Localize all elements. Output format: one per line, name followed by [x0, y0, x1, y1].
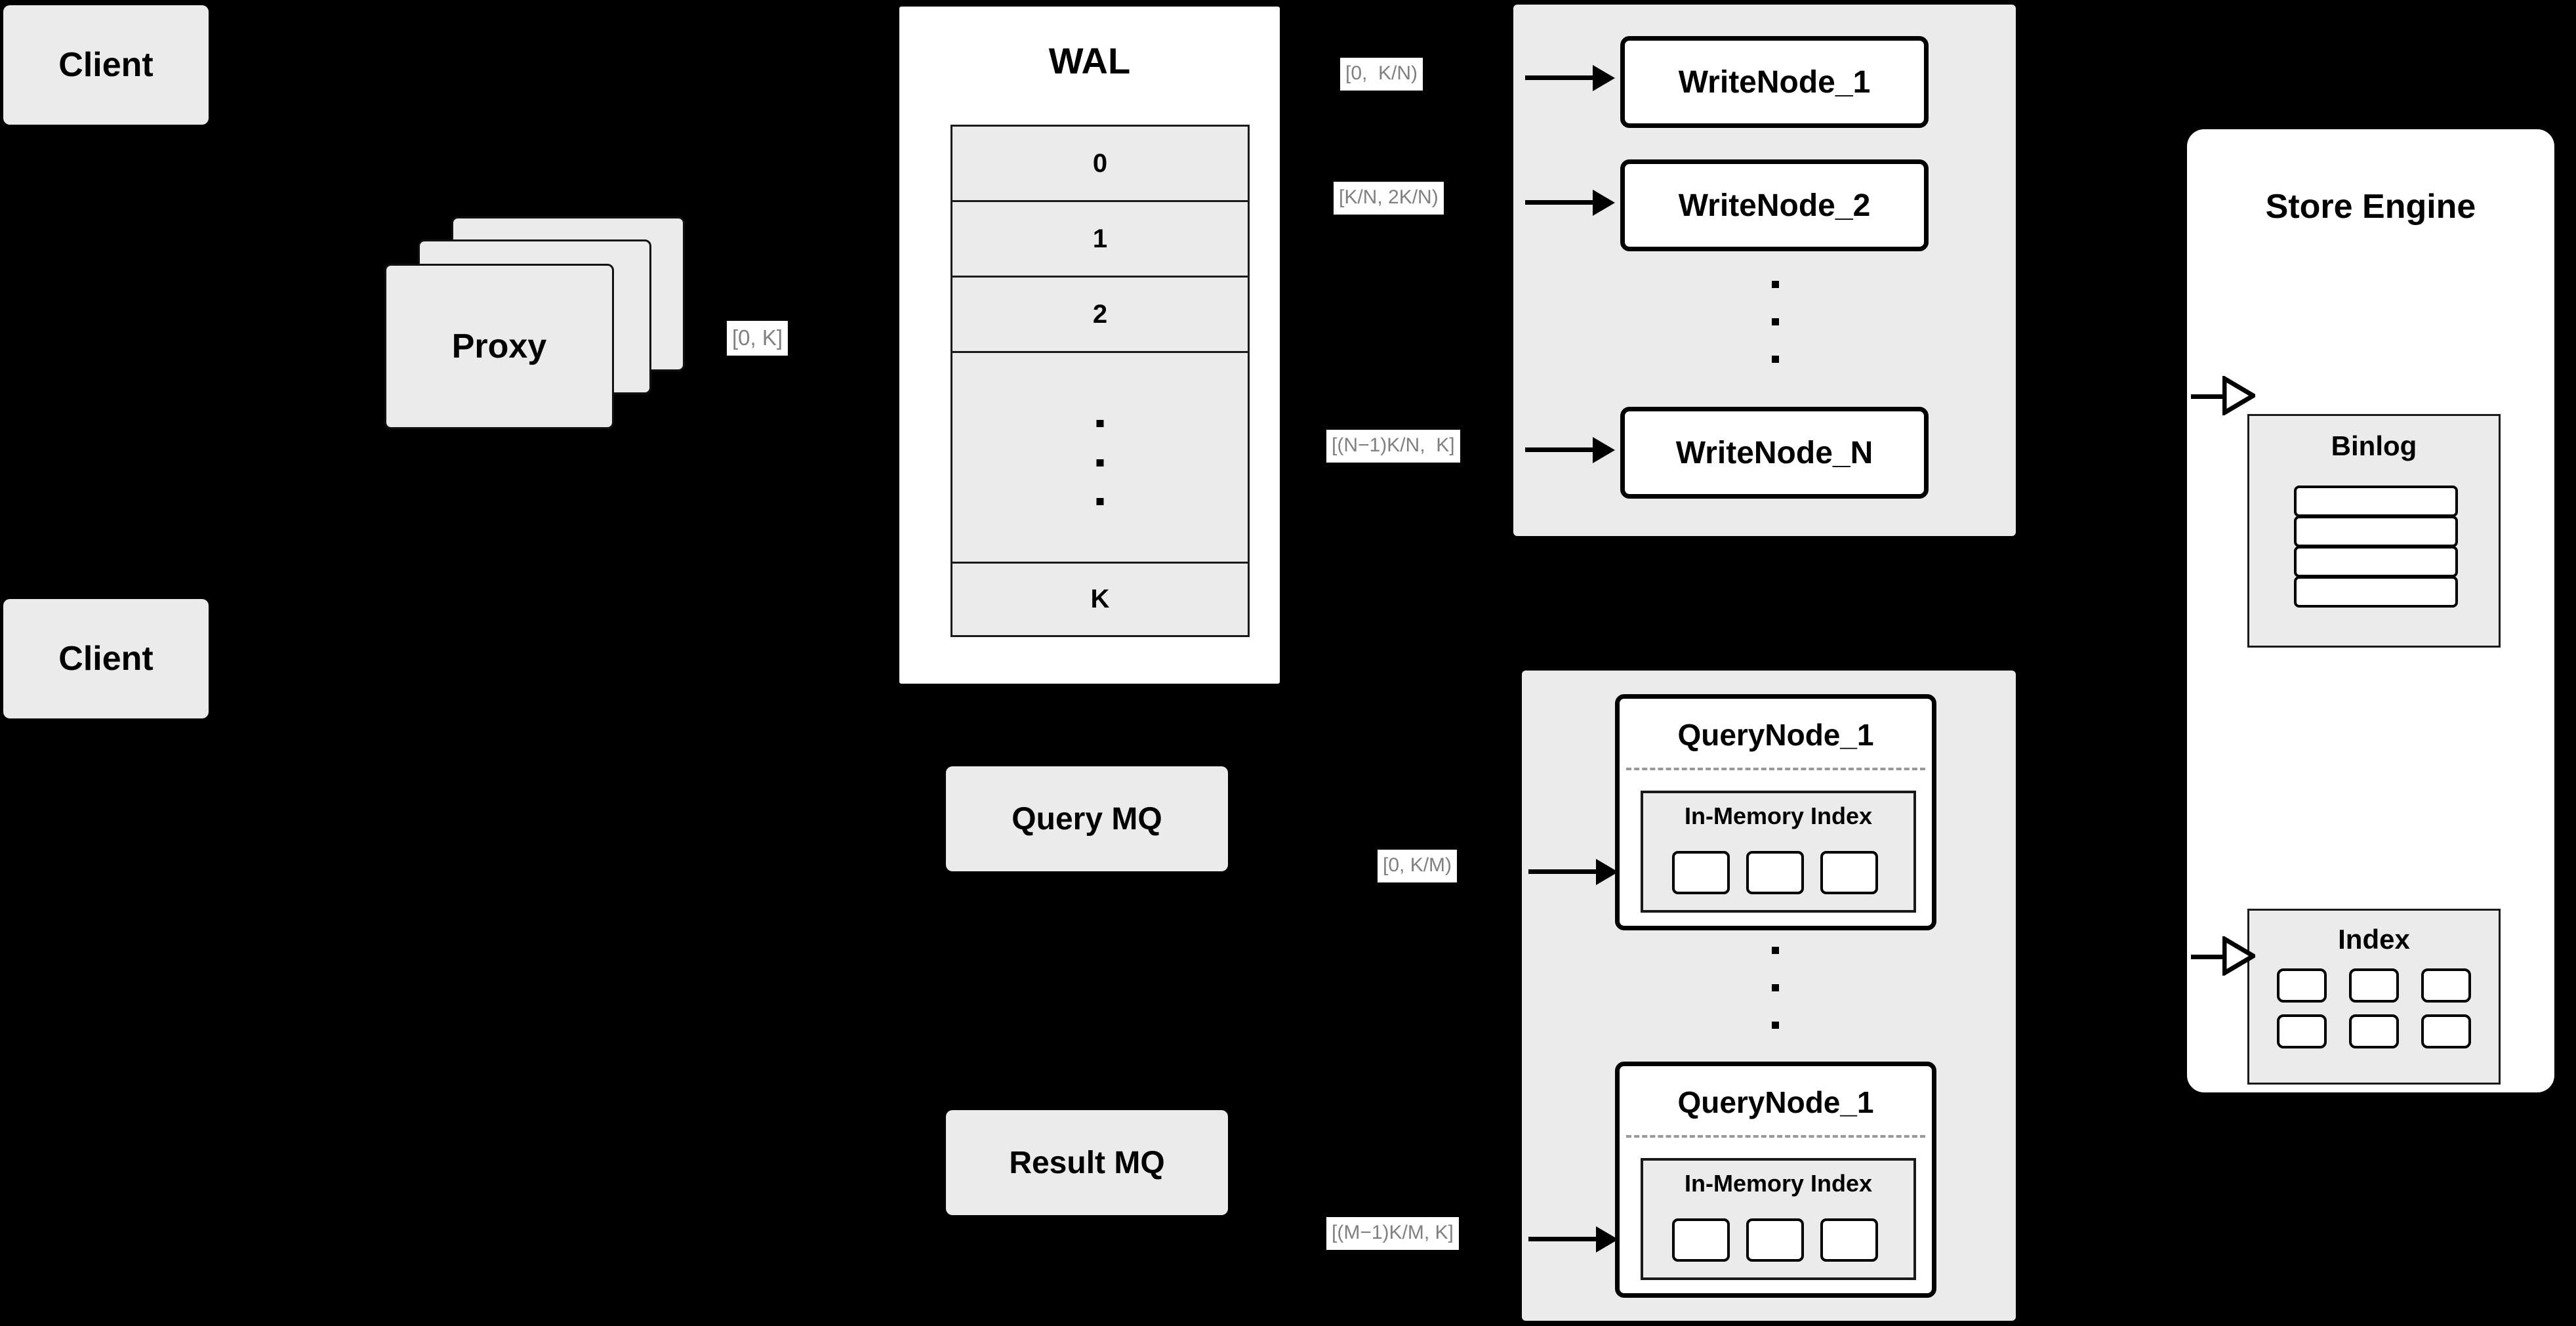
store-index-cell-3: [2421, 968, 2471, 1003]
binlog-title: Binlog: [2331, 430, 2417, 461]
query-node-2[interactable]: QueryNode_1 In-Memory Index: [1615, 1062, 1936, 1298]
write-node-1-range-label: [0, K/N): [1340, 58, 1423, 91]
result-mq-label: Result MQ: [1009, 1145, 1165, 1180]
store-index-panel: Index: [2247, 909, 2501, 1085]
query-node-1-range-label: [0, K/M): [1378, 850, 1458, 882]
query-node-1-memory-index-label: In-Memory Index: [1684, 802, 1873, 829]
write-node-2[interactable]: WriteNode_2: [1620, 159, 1929, 251]
wal-row-2: 2: [952, 278, 1248, 354]
binlog-arrow-line: [2191, 394, 2227, 399]
wal-title: WAL: [1048, 40, 1131, 81]
write-node-2-label: WriteNode_2: [1678, 188, 1871, 223]
query-node-1-arrow-right-solid-icon: [1596, 859, 1618, 885]
write-node-1-arrow-right-solid-icon: [1593, 65, 1615, 91]
store-index-title: Index: [2338, 924, 2410, 955]
query-node-1-memory-index: In-Memory Index: [1641, 791, 1916, 913]
query-node-2-label: QueryNode_1: [1677, 1085, 1874, 1119]
write-node-n-label: WriteNode_N: [1675, 435, 1873, 470]
proxy-output-range-label: [0, K]: [727, 321, 788, 356]
query-mq-label: Query MQ: [1012, 801, 1162, 837]
query-node-1-index-cell-3: [1820, 851, 1878, 894]
query-node-1-divider: [1626, 768, 1925, 770]
binlog-bar-1: [2294, 486, 2458, 517]
wal-table: 0 1 2 K: [951, 125, 1250, 637]
query-node-1[interactable]: QueryNode_1 In-Memory Index: [1615, 694, 1936, 930]
binlog-bar-3: [2294, 546, 2458, 577]
store-index-cell-1: [2277, 968, 2327, 1003]
query-node-1-index-cell-1: [1672, 851, 1730, 894]
query-node-1-arrow-line: [1528, 869, 1597, 874]
write-node-n-arrow-right-solid-icon: [1593, 437, 1615, 463]
client-box-2[interactable]: Client: [3, 599, 209, 718]
store-index-cell-5: [2349, 1014, 2399, 1048]
result-mq-box[interactable]: Result MQ: [946, 1110, 1228, 1215]
store-index-cell-2: [2349, 968, 2399, 1003]
binlog-bar-2: [2294, 516, 2458, 547]
wal-vertical-ellipsis-icon: [1096, 420, 1104, 506]
wal-panel: WAL 0 1 2 K: [896, 3, 1283, 687]
wal-row-0: 0: [952, 127, 1248, 203]
query-node-2-index-cell-3: [1820, 1218, 1878, 1262]
query-node-1-index-cell-2: [1746, 851, 1804, 894]
write-node-1[interactable]: WriteNode_1: [1620, 36, 1929, 128]
store-index-cell-4: [2277, 1014, 2327, 1048]
store-index-arrow-right-hollow-icon: [2222, 934, 2258, 978]
query-node-2-arrow-right-solid-icon: [1596, 1226, 1618, 1253]
query-node-2-index-cell-1: [1672, 1218, 1730, 1262]
write-node-2-range-label: [K/N, 2K/N): [1334, 182, 1444, 215]
wal-row-k: K: [952, 563, 1248, 636]
wal-row-1: 1: [952, 202, 1248, 278]
query-node-2-arrow-line: [1528, 1237, 1597, 1241]
binlog-bar-4: [2294, 576, 2458, 608]
write-node-n[interactable]: WriteNode_N: [1620, 407, 1929, 499]
store-engine-title: Store Engine: [2265, 188, 2476, 226]
write-node-2-arrow-right-solid-icon: [1593, 190, 1615, 216]
write-node-2-arrow-line: [1525, 200, 1594, 205]
write-node-n-arrow-line: [1525, 447, 1594, 452]
store-index-cell-6: [2421, 1014, 2471, 1048]
query-node-vertical-ellipsis-icon: [1771, 947, 1779, 1029]
write-node-1-label: WriteNode_1: [1678, 64, 1871, 100]
query-node-2-memory-index: In-Memory Index: [1641, 1158, 1916, 1280]
query-node-2-memory-index-label: In-Memory Index: [1684, 1170, 1873, 1197]
query-node-2-divider: [1626, 1135, 1925, 1138]
write-node-1-arrow-line: [1525, 75, 1594, 80]
proxy-label: Proxy: [451, 327, 547, 365]
query-node-1-label: QueryNode_1: [1677, 718, 1874, 752]
binlog-panel: Binlog: [2247, 414, 2501, 648]
store-index-arrow-line: [2191, 955, 2227, 959]
query-mq-box[interactable]: Query MQ: [946, 766, 1228, 871]
client-box-1[interactable]: Client: [3, 5, 209, 125]
proxy-box[interactable]: Proxy: [384, 264, 614, 429]
binlog-arrow-right-hollow-icon: [2222, 374, 2258, 417]
wal-row-ellipsis: [952, 353, 1248, 564]
client-label-2: Client: [58, 640, 153, 678]
query-node-2-index-cell-2: [1746, 1218, 1804, 1262]
write-node-n-range-label: [(N−1)K/N, K]: [1326, 430, 1460, 463]
query-node-2-range-label: [(M−1)K/M, K]: [1326, 1217, 1459, 1250]
client-label-1: Client: [58, 46, 153, 84]
write-node-vertical-ellipsis-icon: [1771, 281, 1779, 363]
store-engine-panel: Store Engine Binlog Index: [2187, 129, 2554, 1092]
